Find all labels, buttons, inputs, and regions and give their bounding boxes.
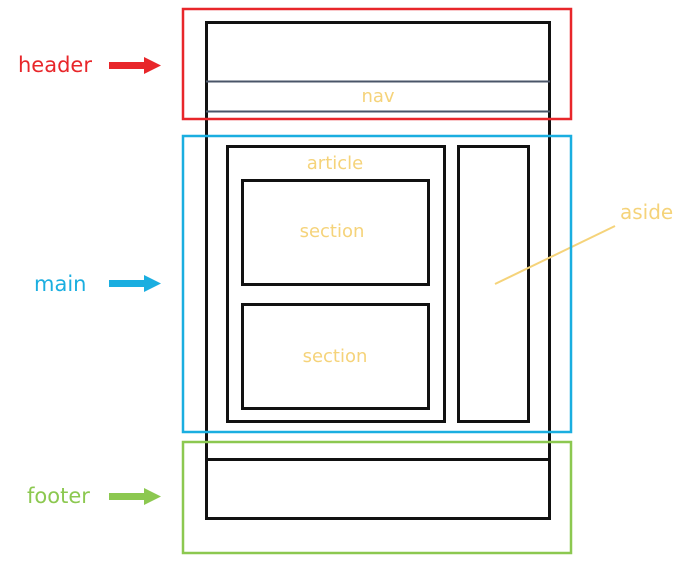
main-arrow-icon — [109, 275, 161, 292]
header-arrow-icon — [109, 57, 161, 74]
section-box-2 — [241, 303, 430, 410]
main-label: main — [34, 272, 86, 296]
main-region — [181, 134, 573, 434]
article-label: article — [307, 153, 363, 174]
footer-region — [181, 440, 573, 555]
section-label-1: section — [300, 221, 365, 242]
aside-box — [457, 145, 530, 423]
footer-label: footer — [27, 484, 90, 508]
section-label-2: section — [303, 346, 368, 367]
article-box — [226, 145, 446, 423]
header-region — [181, 7, 573, 121]
header-label: header — [18, 53, 92, 77]
aside-leader-line — [494, 225, 616, 285]
footer-box — [205, 458, 551, 520]
footer-arrow-icon — [109, 488, 161, 505]
section-box-1 — [241, 179, 430, 286]
aside-label: aside — [620, 200, 673, 224]
nav-label: nav — [361, 86, 394, 107]
